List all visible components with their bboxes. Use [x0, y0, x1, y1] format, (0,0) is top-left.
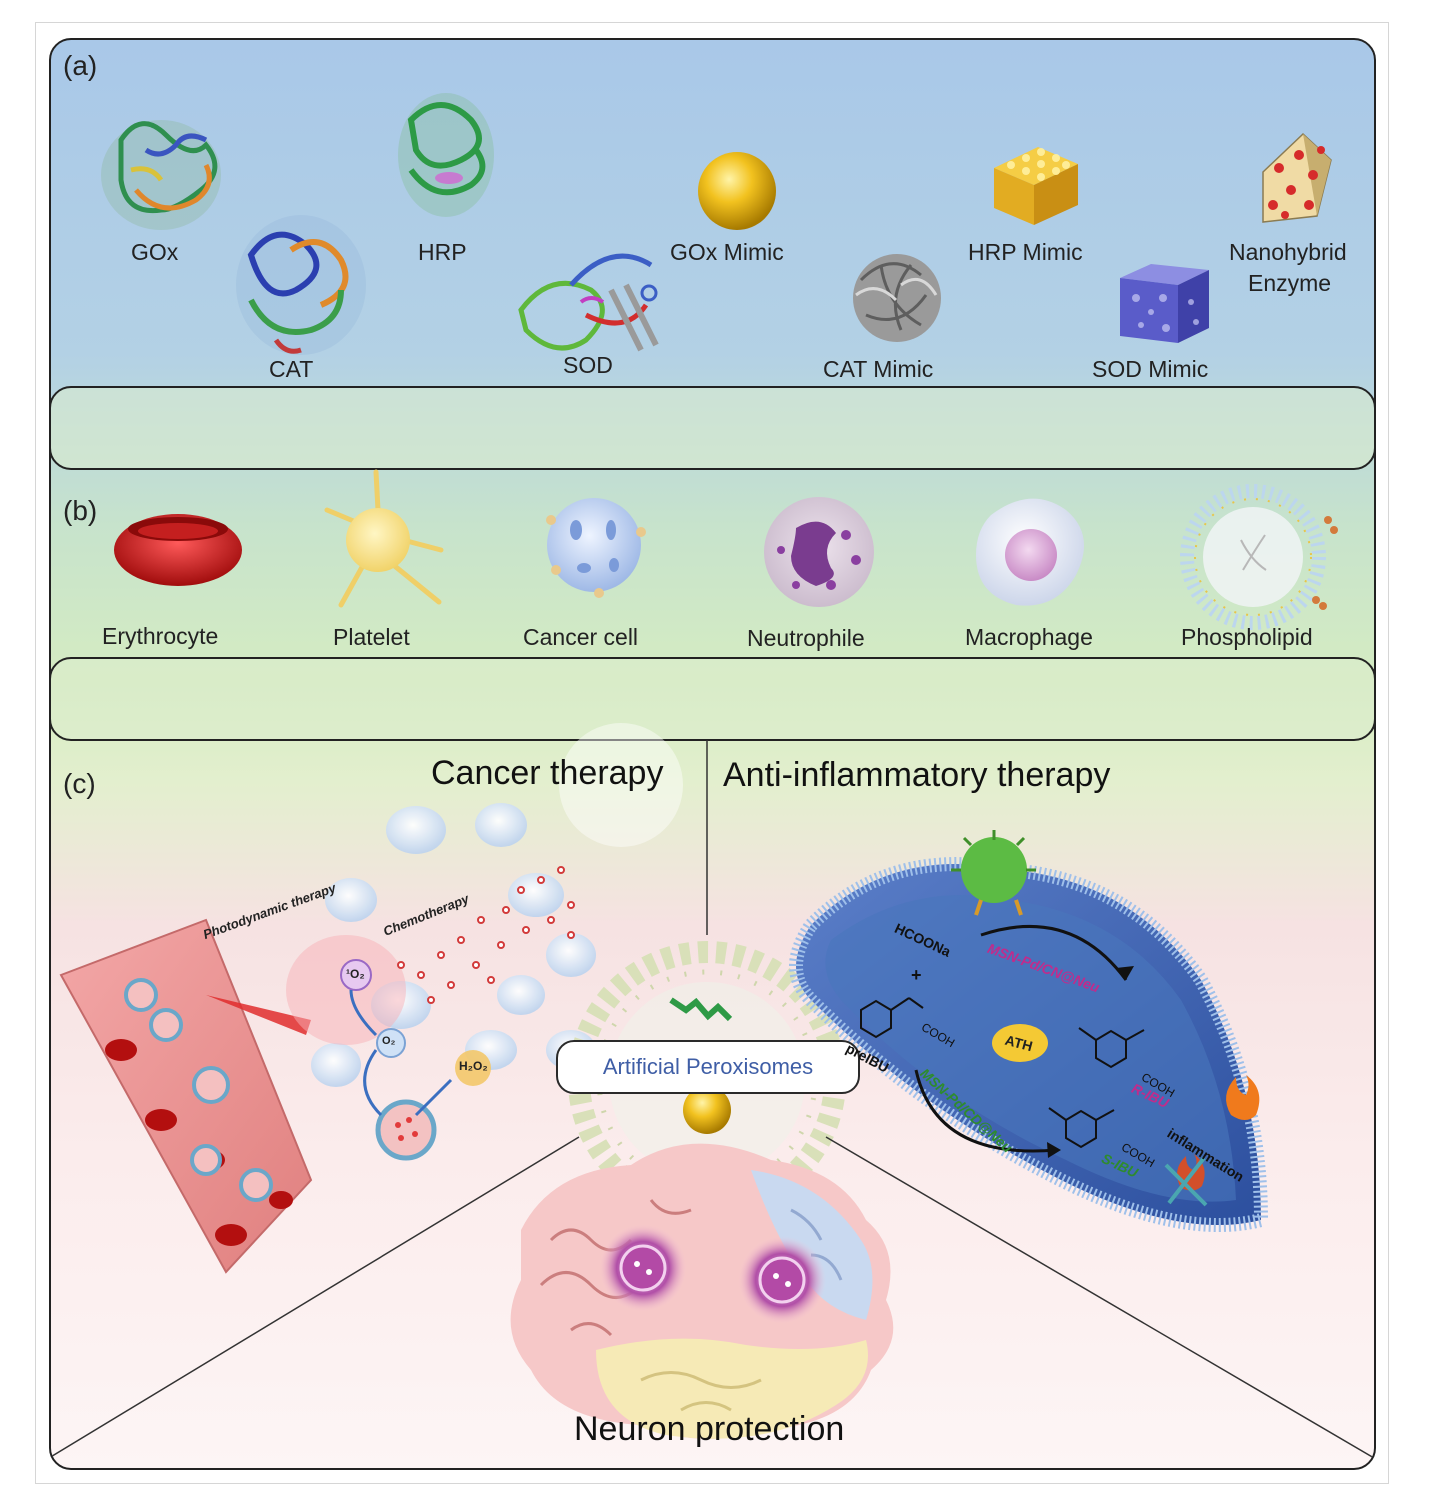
s-ibu-arrow: [914, 1069, 1057, 1153]
nanocarrier-particle: [375, 1099, 437, 1161]
panel-label-b: (b): [63, 495, 98, 526]
ath-badge: [992, 1024, 1048, 1062]
neutrophile-label: Neutrophile: [747, 625, 865, 651]
cat-mimic-nanoflower-icon: [853, 254, 941, 342]
s-ibu-molecule-icon: [1048, 1107, 1115, 1149]
nanohybrid-enzyme-label-line1: Nanohybrid: [1229, 239, 1347, 265]
erythrocyte-label: Erythrocyte: [102, 623, 219, 649]
illustration-layer: [51, 93, 1374, 1459]
hydrogen-peroxide-label: H₂O₂: [459, 1059, 488, 1073]
brain-illustration: [510, 1143, 894, 1439]
r-ibu-arrowhead: [1116, 966, 1134, 980]
gox-mimic-label: GOx Mimic: [670, 239, 784, 265]
right-connector-line: [825, 1136, 1374, 1459]
s-ibu-arrowhead: [1047, 1142, 1061, 1158]
preibu-molecule-icon: [860, 997, 924, 1039]
erythrocyte-icon: [114, 514, 242, 586]
figure-panel: (a) (b) (c) GOx CAT HRP SOD GOx Mimic CA…: [49, 38, 1376, 1470]
neuron-protection-title: Neuron protection: [574, 1410, 845, 1448]
left-connector-line: [51, 1136, 580, 1458]
gox-label: GOx: [131, 239, 179, 265]
neutrophile-icon: [764, 497, 874, 607]
pdt-glow: [286, 935, 406, 1045]
light-glow: [559, 723, 683, 847]
singlet-oxygen-arrow: [349, 989, 378, 1037]
hrp-mimic-label: HRP Mimic: [968, 239, 1083, 265]
cat-mimic-label: CAT Mimic: [823, 356, 934, 382]
hrp-label: HRP: [418, 239, 467, 265]
bacterium-icon: [951, 830, 1036, 916]
hrp-structure-icon: [398, 93, 494, 217]
chemo-drug-dots: [397, 866, 575, 1004]
cat-structure-icon: [236, 215, 366, 355]
sod-mimic-porous-cube-icon: [1120, 264, 1209, 343]
singlet-oxygen-bubble: [340, 959, 372, 991]
platelet-icon: [324, 469, 444, 608]
platelet-label: Platelet: [333, 624, 410, 650]
o2-arrow: [363, 1049, 383, 1117]
r-ibu-molecule-icon: [1078, 1027, 1145, 1069]
cancer-cell-icon: [546, 498, 646, 598]
sod-structure-icon: [518, 253, 659, 352]
r-ibu-arrow: [980, 924, 1128, 981]
gox-structure-icon: [101, 120, 221, 230]
panel-label-c: (c): [63, 768, 96, 799]
gox-mimic-gold-nanoparticle-icon: [698, 152, 776, 230]
cancer-therapy-title: Cancer therapy: [431, 754, 664, 792]
blood-vessel-illustration: [59, 918, 313, 1274]
macrophage-icon: [976, 498, 1084, 606]
cancer-cell-label: Cancer cell: [523, 624, 639, 650]
artificial-peroxisomes-label: Artificial Peroxisomes: [556, 1040, 860, 1094]
phospholipid-liposome-icon: [1180, 484, 1338, 630]
fire-icon: [1226, 1075, 1260, 1120]
hrp-mimic-nanocube-icon: [994, 147, 1078, 225]
singlet-oxygen-label: ¹O₂: [346, 967, 365, 981]
divider-b-c: [51, 657, 1374, 741]
divider-a-b: [51, 386, 1374, 470]
phospholipid-label: Phospholipid: [1181, 624, 1313, 650]
h2o2-arrow: [414, 1078, 453, 1117]
sod-mimic-label: SOD Mimic: [1092, 356, 1209, 382]
panel-label-a: (a): [63, 50, 98, 81]
cat-label: CAT: [269, 356, 314, 382]
anti-inflammatory-therapy-title: Anti-inflammatory therapy: [723, 756, 1111, 794]
laser-beam: [206, 995, 311, 1035]
nanohybrid-enzyme-octahedron-icon: [1262, 132, 1332, 223]
nanohybrid-enzyme-label-line2: Enzyme: [1248, 270, 1332, 296]
oxygen-label: O₂: [382, 1035, 396, 1047]
sod-label: SOD: [563, 352, 613, 378]
plus-label: +: [911, 965, 922, 985]
o2-bubble: [376, 1028, 406, 1058]
h2o2-bubble: [455, 1050, 491, 1086]
no-fire-icon: [1164, 1154, 1208, 1207]
macrophage-label: Macrophage: [965, 624, 1093, 650]
